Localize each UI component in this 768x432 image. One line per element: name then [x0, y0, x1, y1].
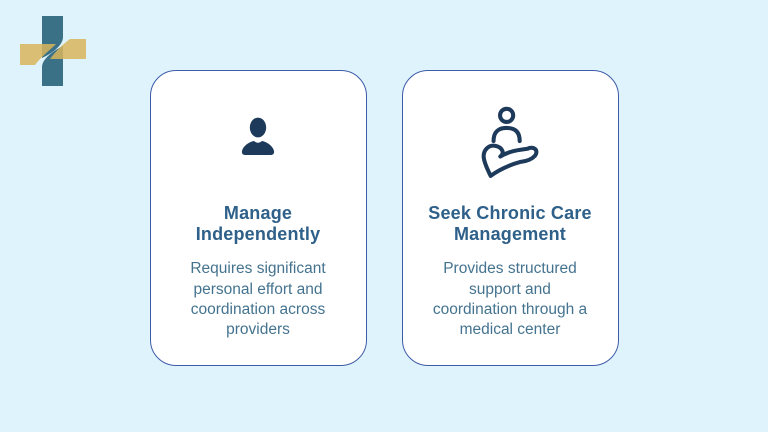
option-card-chronic-care-management: Seek Chronic Care Management Provides st…: [401, 70, 619, 366]
card-title: Seek Chronic Care Management: [428, 203, 592, 245]
options-row: Manage Independently Requires significan…: [0, 70, 768, 366]
card-description: Requires significant personal effort and…: [190, 260, 326, 338]
option-card-manage-independently: Manage Independently Requires significan…: [149, 70, 367, 366]
person-icon: [241, 117, 275, 156]
card-icon-area: [480, 71, 540, 203]
card-title: Manage Independently: [195, 203, 321, 245]
card-icon-area: [239, 71, 277, 203]
card-description: Provides structured support and coordina…: [432, 260, 588, 338]
brand-cross-logo: [20, 16, 86, 86]
care-hand-icon: [481, 106, 539, 178]
